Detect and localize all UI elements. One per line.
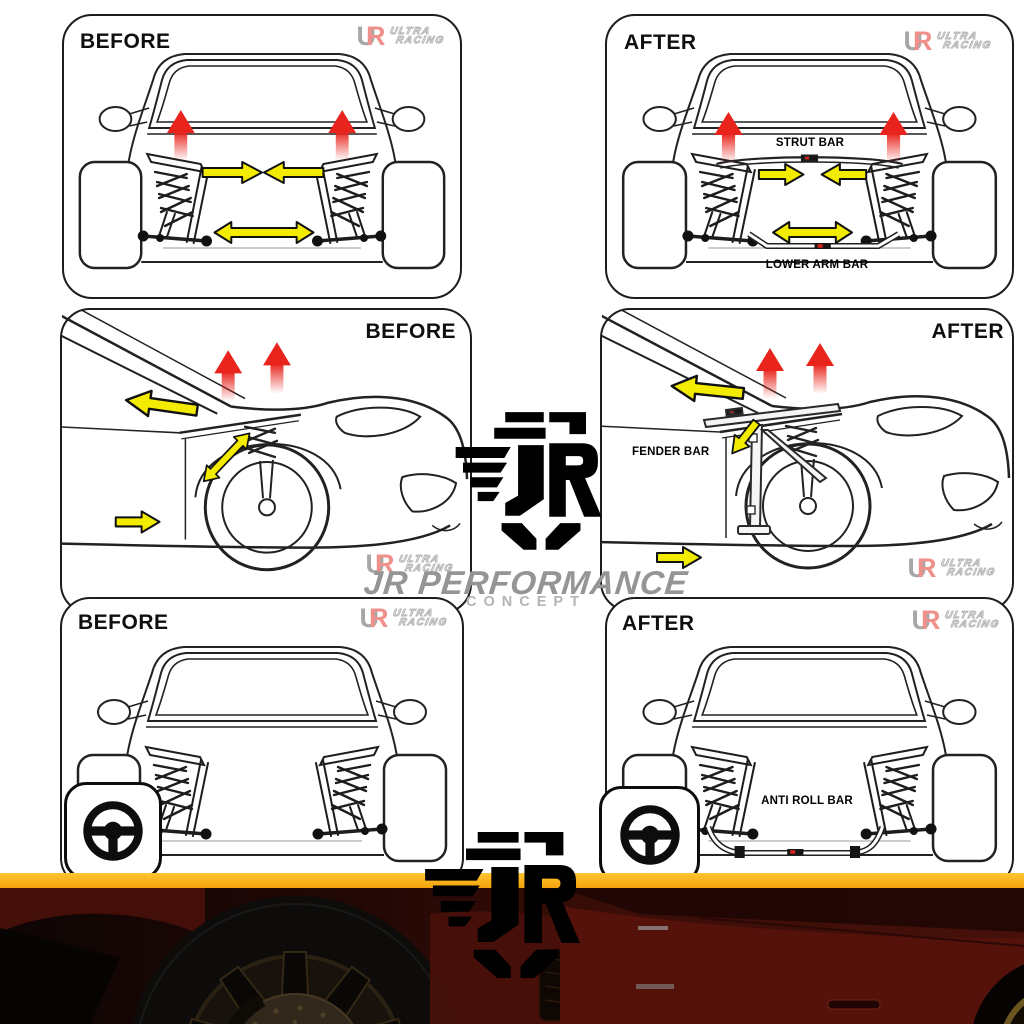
ur-letter-r: R bbox=[921, 605, 941, 635]
strut-bar-label: STRUT BAR bbox=[775, 137, 845, 149]
racing-text: RACING bbox=[941, 40, 993, 52]
yellow-arrow-icon bbox=[820, 162, 868, 187]
yellow-double-arrow-icon bbox=[213, 221, 315, 244]
jr-shield-logo: #jr-bottom .pg{fill:#f7a420;stroke:#4a0d… bbox=[425, 831, 580, 978]
anti-roll-bar-label: ANTI ROLL BAR bbox=[761, 795, 853, 807]
panel-badge: AFTER bbox=[624, 31, 697, 54]
ultra-racing-logo: U R ULTRA RACING bbox=[911, 605, 1002, 635]
ultra-racing-wordmark: ULTRA RACING bbox=[938, 558, 998, 579]
fender-bar-drawing bbox=[702, 402, 842, 535]
watermark-subtitle: CONCEPT bbox=[466, 594, 586, 610]
ur-letter-u: U bbox=[359, 603, 379, 633]
ur-letter-r: R bbox=[913, 26, 933, 56]
panel-side-after: AFTER FENDER BAR U R ULTRA RACING bbox=[600, 308, 1014, 612]
car-photo-strip bbox=[0, 888, 1024, 1024]
panel-badge: AFTER bbox=[622, 612, 695, 635]
yellow-arrow-icon bbox=[123, 386, 201, 424]
panel-badge: BEFORE bbox=[365, 320, 456, 343]
ur-letter-u: U bbox=[356, 21, 376, 51]
ur-mark bbox=[725, 407, 744, 417]
ultra-racing-wordmark: ULTRA RACING bbox=[387, 26, 447, 47]
ultra-racing-logo: U R ULTRA RACING bbox=[356, 21, 447, 51]
ur-letter-r: R bbox=[375, 549, 395, 579]
red-up-arrow-icon bbox=[263, 342, 291, 394]
anti-roll-bar-drawing bbox=[705, 825, 886, 858]
red-up-arrow-icon bbox=[714, 112, 743, 163]
red-up-arrow-icon bbox=[879, 112, 908, 163]
ultra-racing-wordmark: ULTRA RACING bbox=[390, 608, 450, 629]
red-up-arrow-icon bbox=[806, 343, 834, 394]
ultra-racing-wordmark: ULTRA RACING bbox=[934, 31, 994, 52]
yellow-arrow-icon bbox=[114, 510, 161, 534]
wheel-photo bbox=[131, 896, 459, 1024]
racing-text: RACING bbox=[397, 617, 449, 629]
anti-roll-after-diagram bbox=[607, 599, 1012, 886]
ultra-racing-logo: U R ULTRA RACING bbox=[903, 26, 994, 56]
panel-roll-before: BEFORE U R ULTRA RACING bbox=[60, 597, 464, 888]
racing-text: RACING bbox=[949, 619, 1001, 631]
ultra-racing-logo: U R ULTRA RACING bbox=[365, 549, 455, 579]
red-up-arrow-icon bbox=[166, 110, 195, 161]
front-suspension-after-diagram bbox=[607, 16, 1012, 297]
fender-after-diagram bbox=[602, 310, 1011, 570]
panel-front-before: BEFORE U R ULTRA RACING bbox=[62, 14, 462, 299]
panel-badge: BEFORE bbox=[80, 30, 171, 53]
ultra-racing-logo: U R ULTRA RACING bbox=[359, 603, 450, 633]
jr-shield-watermark: #wm-shield .pg,#wm-shield .ps{fill:#8e8f… bbox=[455, 412, 602, 550]
ur-letter-u: U bbox=[911, 605, 931, 635]
yellow-arrow-icon bbox=[757, 162, 805, 187]
racing-text: RACING bbox=[394, 35, 446, 47]
ur-mark bbox=[800, 154, 819, 162]
car-body-photo bbox=[560, 888, 1024, 1024]
panel-badge: BEFORE bbox=[78, 611, 169, 634]
red-up-arrow-icon bbox=[756, 348, 784, 399]
racing-text: RACING bbox=[945, 567, 997, 579]
front-suspension-before-diagram bbox=[64, 16, 460, 297]
ur-mark bbox=[814, 243, 831, 249]
steering-wheel-glyph bbox=[616, 802, 684, 868]
steering-wheel-icon bbox=[64, 782, 162, 880]
ur-letter-r: R bbox=[917, 553, 937, 583]
red-up-arrow-icon bbox=[328, 110, 357, 161]
lower-arm-bar-drawing bbox=[747, 231, 901, 249]
panel-badge: AFTER bbox=[931, 320, 1004, 343]
panel-front-after: AFTER STRUT BAR LOWER ARM BAR U R ULTRA … bbox=[605, 14, 1014, 299]
ultra-racing-wordmark: ULTRA RACING bbox=[942, 610, 1002, 631]
ur-letter-u: U bbox=[907, 553, 927, 583]
ur-letter-u: U bbox=[365, 549, 385, 579]
lower-arm-bar-label: LOWER ARM BAR bbox=[765, 259, 869, 271]
ultra-racing-logo: U R ULTRA RACING bbox=[907, 553, 998, 583]
yellow-double-arrow-icon bbox=[196, 426, 257, 489]
ur-letter-r: R bbox=[369, 603, 389, 633]
yellow-arrow-icon bbox=[201, 161, 263, 184]
ur-mark bbox=[787, 849, 804, 855]
steering-wheel-glyph bbox=[80, 798, 146, 864]
yellow-double-arrow-icon bbox=[772, 220, 854, 245]
yellow-arrow-icon bbox=[262, 161, 325, 184]
ur-letter-r: R bbox=[366, 21, 386, 51]
steering-wheel-icon bbox=[599, 786, 700, 884]
fender-bar-label: FENDER BAR bbox=[632, 446, 710, 458]
ur-letter-u: U bbox=[903, 26, 923, 56]
